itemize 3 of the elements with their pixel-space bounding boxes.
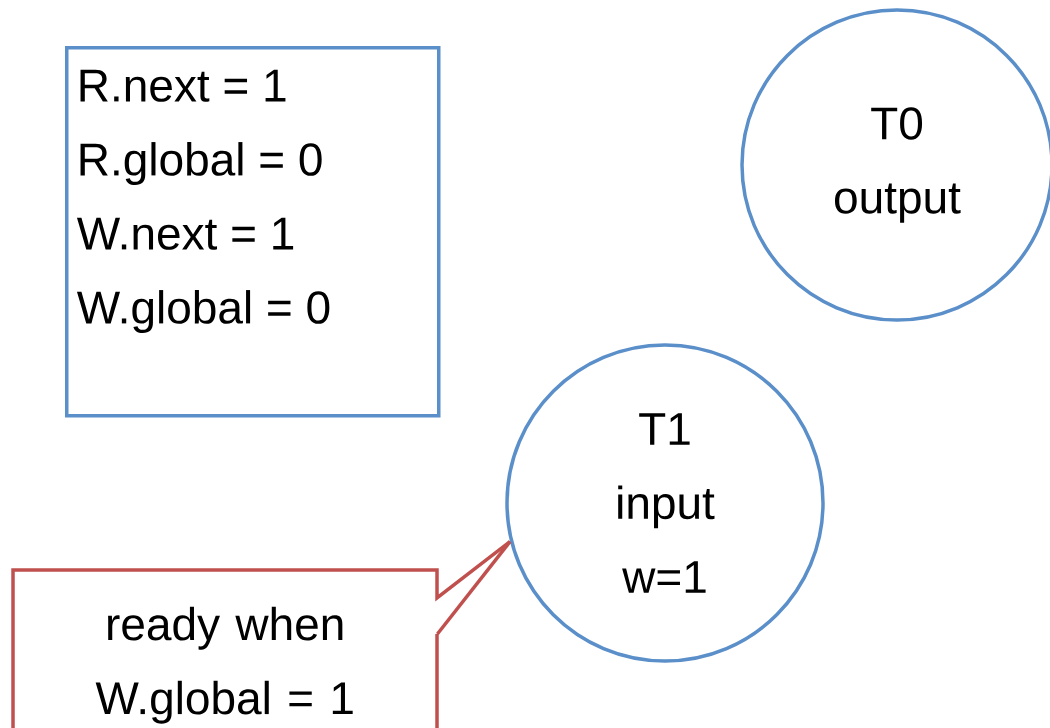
- callout-box: ready when W.global = 1: [11, 540, 512, 728]
- variables-box: R.next = 1 R.global = 0 W.next = 1 W.global = 0: [65, 46, 441, 418]
- leader-line: [436, 540, 512, 636]
